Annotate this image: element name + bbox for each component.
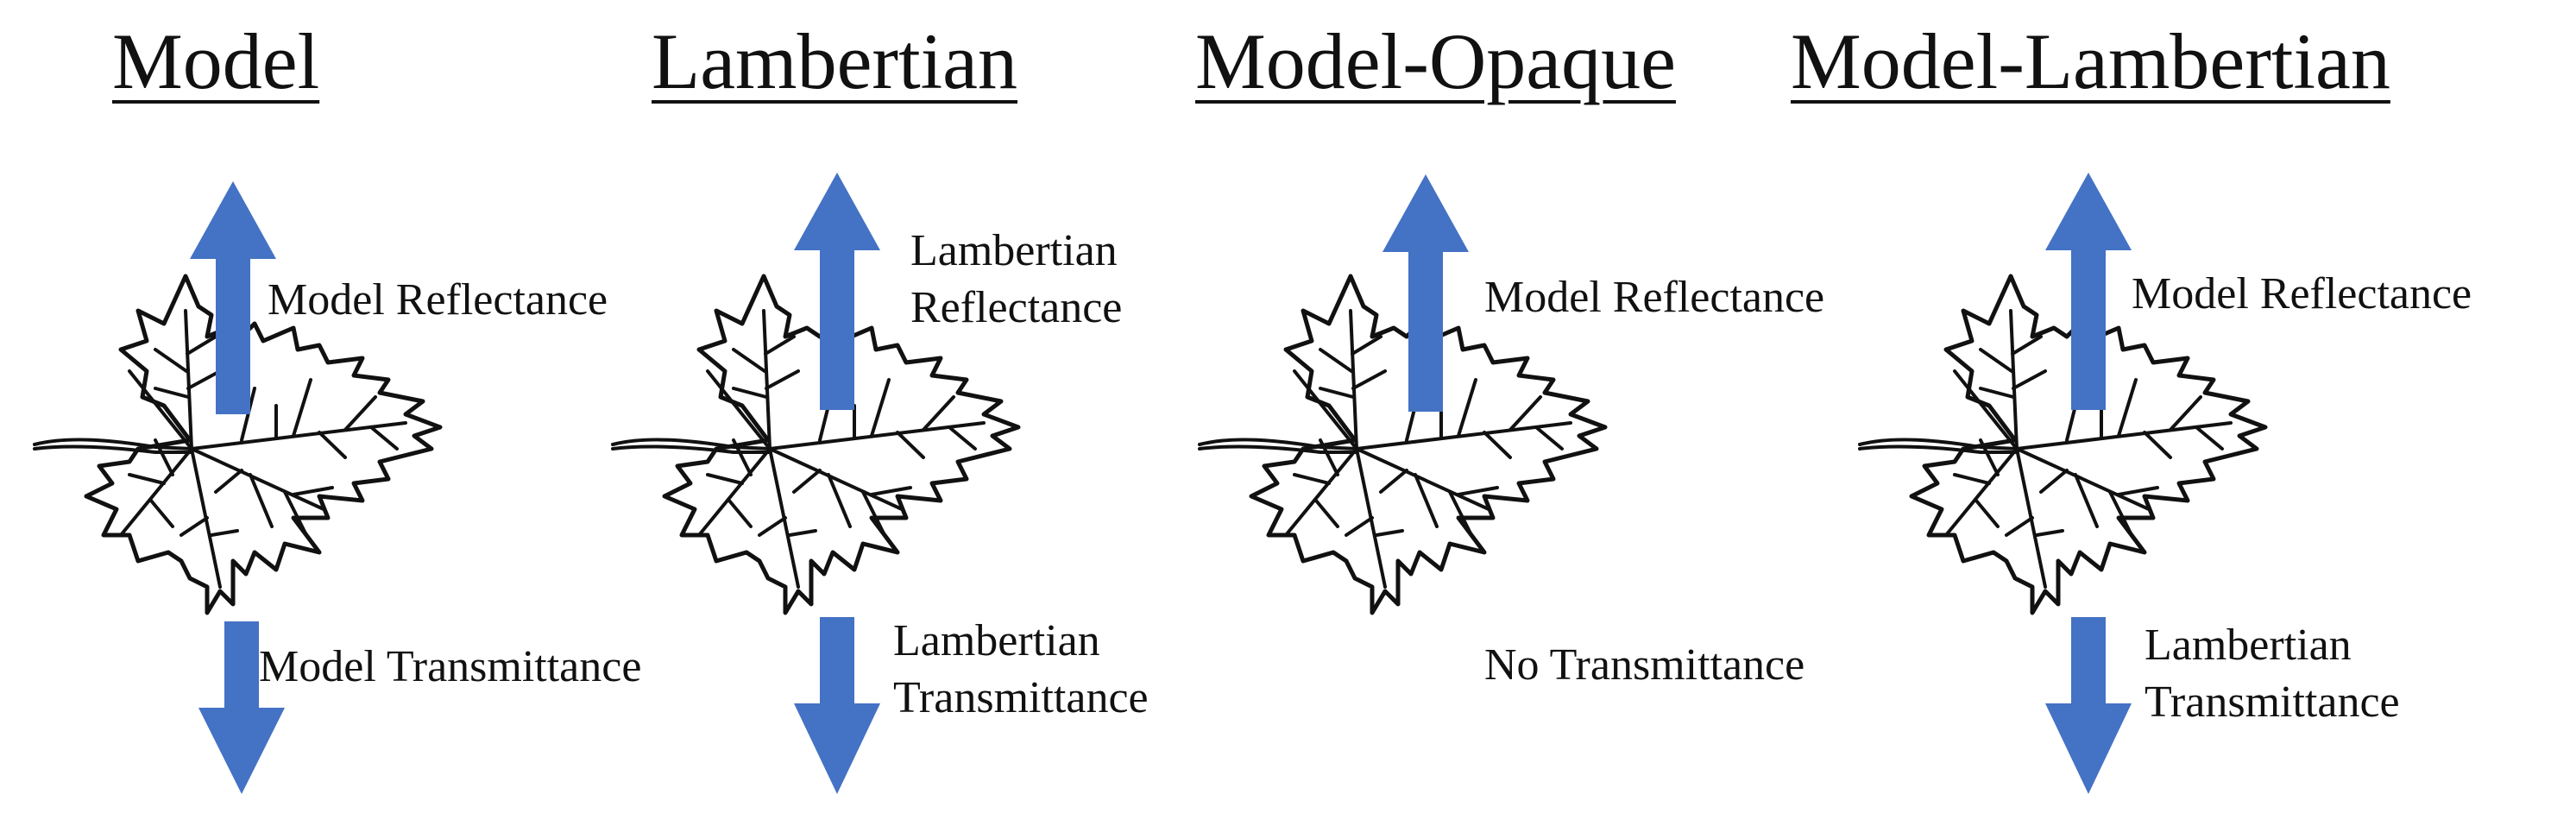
leaf-icon [1858, 274, 2268, 615]
title-model-lambertian: Model-Lambertian [1791, 17, 2390, 105]
panel-lambertian: Lambertian Reflectance Lambertian Transm… [611, 155, 1269, 794]
transmittance-label: Model Transmittance [259, 642, 642, 691]
transmittance-label: Lambertian Transmittance [2145, 621, 2400, 727]
panel-model: Model Reflectance Model Transmittance [33, 155, 690, 794]
reflectance-label: Model Reflectance [1484, 273, 1825, 322]
transmittance-arrow [2045, 617, 2132, 794]
title-model: Model [112, 17, 320, 105]
panel-model-lambertian: Model Reflectance Lambertian Transmittan… [1858, 155, 2516, 794]
title-model-opaque: Model-Opaque [1195, 17, 1676, 105]
transmittance-arrow [794, 617, 880, 794]
reflectance-label: Lambertian Reflectance [910, 226, 1123, 332]
reflectance-arrow [2045, 173, 2132, 410]
reflectance-label: Model Reflectance [2132, 269, 2472, 318]
reflectance-arrow [190, 181, 276, 414]
panel-model-opaque: Model Reflectance No Transmittance [1198, 155, 1855, 794]
title-lambertian: Lambertian [652, 17, 1018, 105]
leaf-icon [1198, 274, 1608, 615]
transmittance-label: No Transmittance [1484, 640, 1805, 690]
leaf-icon [33, 274, 443, 615]
transmittance-arrow [198, 621, 285, 794]
reflectance-arrow [794, 173, 880, 410]
transmittance-label: Lambertian Transmittance [893, 616, 1149, 722]
reflectance-arrow [1382, 174, 1469, 412]
leaf-icon [611, 274, 1021, 615]
reflectance-label: Model Reflectance [268, 275, 608, 325]
